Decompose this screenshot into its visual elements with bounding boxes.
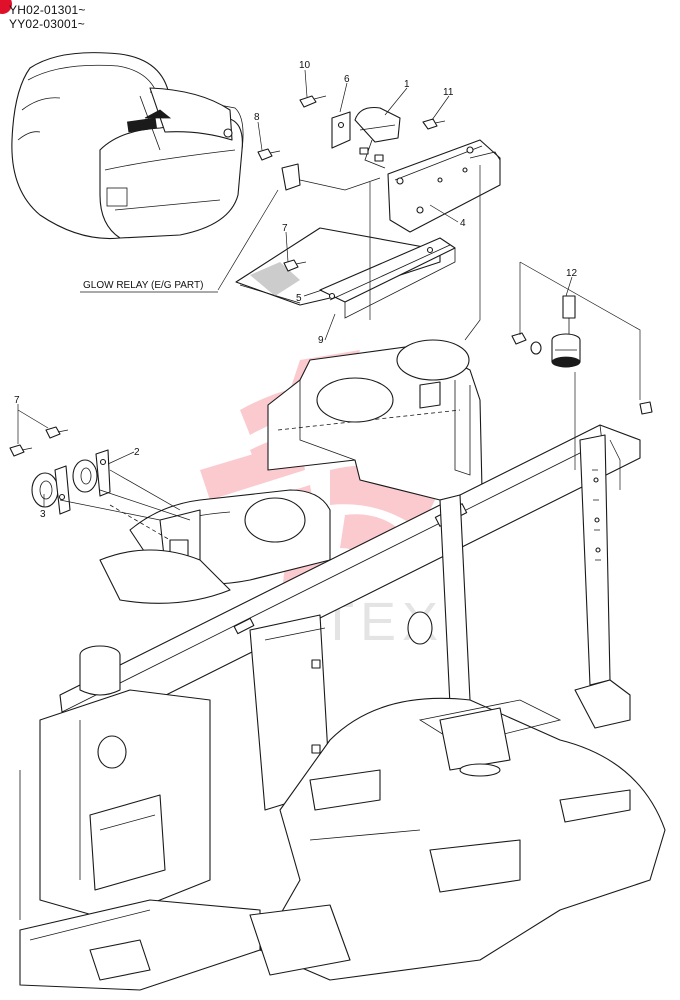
- callout-10: 10: [299, 60, 311, 71]
- callout-leaders: [17, 69, 573, 507]
- seat-cab-assembly: [11, 52, 244, 240]
- page-corner-marker: [0, 0, 12, 14]
- explosion-lines: [59, 165, 641, 541]
- glow-relay-label: GLOW RELAY (E/G PART): [83, 280, 203, 291]
- callout-5: 5: [296, 293, 302, 304]
- callout-7-upper: 7: [282, 223, 288, 234]
- cover-plate-assembly: [235, 227, 456, 319]
- callout-3: 3: [40, 509, 46, 520]
- callout-12: 12: [566, 268, 578, 279]
- callout-11: 11: [443, 87, 454, 98]
- glow-relay-annotation: GLOW RELAY (E/G PART): [80, 280, 218, 293]
- callout-2: 2: [134, 447, 140, 458]
- horn-assembly: [9, 426, 111, 515]
- callout-9: 9: [318, 335, 324, 346]
- sensor-unit-12: [511, 295, 653, 415]
- serial-range-1: YH02-01301~: [9, 3, 86, 17]
- callout-6: 6: [344, 74, 350, 85]
- callout-7-lower: 7: [14, 395, 20, 406]
- serial-range-2: YY02-03001~: [9, 17, 85, 31]
- callout-4: 4: [460, 218, 466, 229]
- callout-1: 1: [404, 79, 410, 90]
- machine-frame: [19, 339, 666, 991]
- callout-labels: 1 2 3 4 5 6 7 7 8 9 10 11 12: [14, 60, 578, 520]
- relay-bracket-assembly: [257, 95, 501, 233]
- callout-8: 8: [254, 112, 260, 123]
